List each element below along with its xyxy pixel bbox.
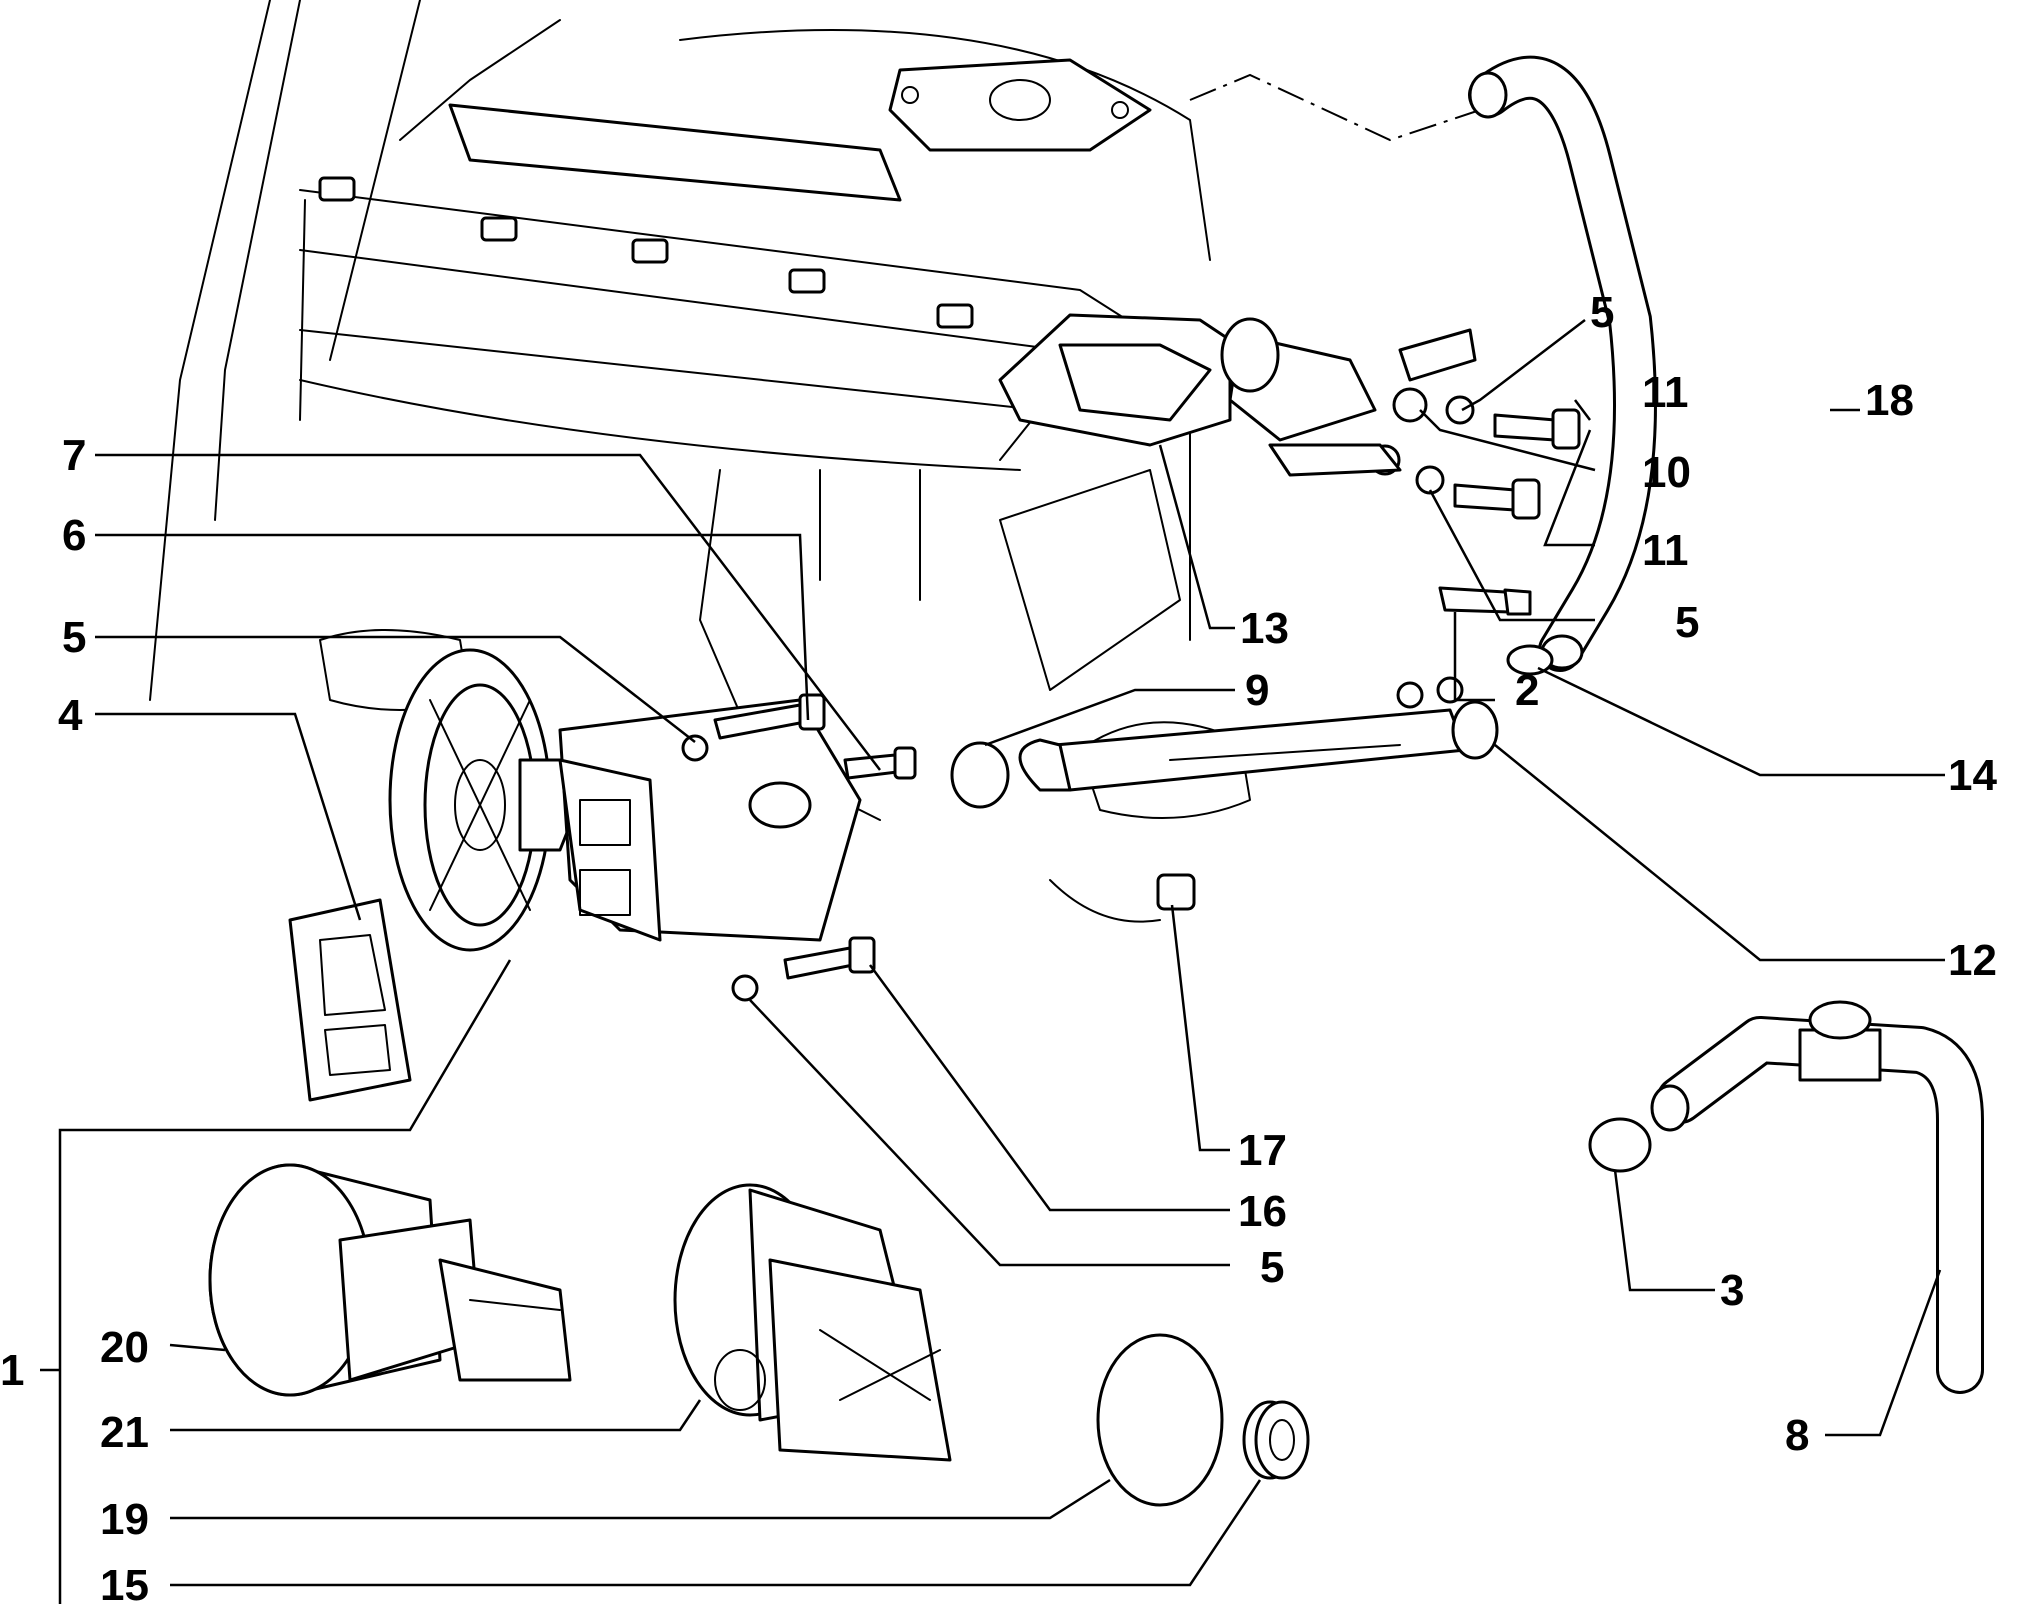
leader-lines	[40, 319, 1945, 1604]
bolt-11-upper	[1493, 408, 1581, 450]
callout-14: 14	[1948, 751, 1997, 800]
pump-body-21	[673, 1183, 952, 1462]
engine-block	[149, 0, 1481, 923]
callout-5-top: 5	[1590, 288, 1614, 337]
washer-5-upper	[1445, 395, 1475, 425]
callout-15: 15	[100, 1561, 149, 1604]
callout-20: 20	[100, 1323, 149, 1372]
washer-5-bottom	[731, 974, 759, 1002]
drain-plug-17	[1156, 873, 1196, 911]
callout-7: 7	[62, 431, 86, 480]
callout-11-upper: 11	[1642, 368, 1689, 417]
o-ring-19	[1096, 1333, 1224, 1507]
callout-5-left: 5	[62, 613, 86, 662]
callout-17: 17	[1238, 1126, 1287, 1175]
hose-clamp-3	[1588, 1117, 1652, 1173]
lower-heater-hose	[1650, 1000, 1984, 1394]
hose-clamp-14	[1506, 644, 1554, 676]
callout-18: 18	[1865, 376, 1914, 425]
upper-coolant-hose	[1468, 55, 1657, 672]
callout-9: 9	[1245, 666, 1269, 715]
callout-6: 6	[62, 511, 86, 560]
callout-13: 13	[1240, 604, 1289, 653]
callout-11-lower: 11	[1642, 526, 1689, 575]
callout-5-right: 5	[1675, 598, 1699, 647]
callout-16: 16	[1238, 1187, 1287, 1236]
pump-gasket-4	[288, 898, 412, 1102]
callout-8: 8	[1785, 1411, 1809, 1460]
pump-pulley-20	[208, 1163, 572, 1397]
bolt-6	[713, 693, 826, 740]
bolt-11-lower	[1453, 478, 1541, 520]
callout-5-bottom: 5	[1260, 1243, 1284, 1292]
callout-2: 2	[1515, 666, 1539, 715]
callout-labels: 1 4 5 6 7 20 21 19 15 9 17 16 5 13 5 11 …	[0, 288, 1997, 1604]
washer-5-lower	[1415, 465, 1445, 495]
washer-5-pump	[681, 734, 709, 762]
thermostat-housing	[998, 313, 1477, 477]
callout-21: 21	[100, 1408, 149, 1457]
callout-3: 3	[1720, 1266, 1744, 1315]
callout-4: 4	[58, 691, 83, 740]
callout-10: 10	[1642, 448, 1691, 497]
water-pump-assembly	[388, 648, 862, 952]
bolt-16	[783, 936, 876, 980]
callout-1: 1	[0, 1346, 24, 1395]
seal-15	[1242, 1400, 1310, 1480]
bolt-7	[843, 746, 917, 780]
o-ring-9	[950, 741, 1010, 809]
callout-12: 12	[1948, 936, 1997, 985]
coolant-pipe	[1018, 676, 1499, 792]
callout-19: 19	[100, 1495, 149, 1544]
